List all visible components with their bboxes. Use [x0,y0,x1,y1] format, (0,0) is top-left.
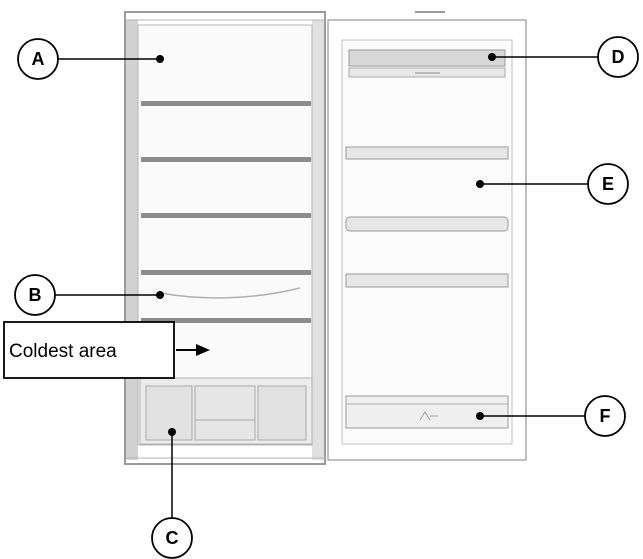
shelf-cover-curve [159,287,301,299]
crisper-drawer-right [257,385,307,441]
dot-c [168,428,176,436]
callout-e-circle [587,163,629,205]
callout-a: A [17,38,59,80]
callout-f: F [584,395,626,437]
callout-c: C [151,517,193,559]
cabinet-shelf-3 [141,213,311,218]
cabinet-right-wall [312,20,324,460]
cabinet-shelf-4 [141,270,311,275]
callout-f-letter: F [600,406,611,426]
crisper-drawer-middle [194,385,256,441]
door-inner-panel [341,39,513,445]
callout-f-circle [584,395,626,437]
door-shelf-1 [345,146,509,160]
callout-e-letter: E [602,174,614,194]
callout-a-circle [17,38,59,80]
coldest-area-callout: Coldest area [3,321,210,379]
dot-b [156,291,164,299]
callout-d-circle [597,36,639,78]
callout-e: E [587,163,629,205]
callout-d-letter: D [612,47,625,67]
callout-b-circle [14,274,56,316]
dot-e [476,180,484,188]
coldest-area-box [3,321,175,379]
door-butter-compartment [348,49,506,67]
door-bottle-rack [345,395,509,429]
door-bottle-rack-mark [419,411,438,421]
cabinet-left-wall [126,20,138,460]
cabinet-shelf-1 [141,101,311,106]
dot-a [156,55,164,63]
callout-b-letter: B [29,285,42,305]
callout-b: B [14,274,56,316]
cabinet-shelf-2 [141,157,311,162]
cabinet [124,11,326,465]
callout-a-letter: A [32,49,45,69]
coldest-area-arrow-head [196,344,210,356]
callout-c-circle [151,517,193,559]
coldest-area-label: Coldest area [9,341,117,362]
callout-d: D [597,36,639,78]
cabinet-shelf-5 [141,318,311,323]
leader-lines [55,56,598,518]
dot-f [476,412,484,420]
dot-d [488,53,496,61]
callout-c-letter: C [166,528,179,548]
leader-dots [156,53,496,436]
door-shelf-3 [345,273,509,288]
door [327,11,527,461]
door-shelf-2 [345,216,509,232]
